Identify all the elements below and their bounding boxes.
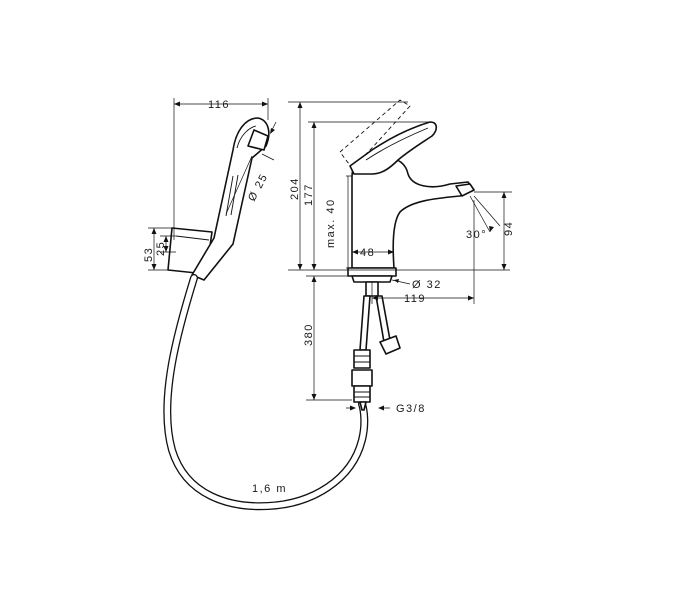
label-spray-diameter: Ø 25 — [246, 171, 271, 203]
dimension-lines — [148, 98, 512, 411]
label-spray-width: 116 — [208, 99, 230, 111]
spray-body — [191, 117, 270, 281]
label-connection-thread: G3/8 — [396, 403, 426, 415]
label-base-diameter: Ø 32 — [412, 279, 442, 291]
label-body-width: 48 — [360, 247, 375, 259]
mixer-handle — [349, 121, 438, 175]
label-holder-inner: 25 — [155, 241, 167, 256]
label-spout-height: 177 — [303, 183, 315, 206]
shower-hose — [163, 274, 369, 511]
label-supply-length: 380 — [303, 323, 315, 346]
supply-hose-right — [375, 295, 391, 343]
label-hose-length: 1,6 m — [252, 483, 287, 495]
label-max-clearance: max. 40 — [325, 198, 337, 248]
label-holder-height: 53 — [143, 247, 155, 262]
hand-shower — [167, 117, 270, 281]
mixer-base — [347, 267, 397, 277]
handle-open-position — [339, 99, 411, 169]
label-outlet-angle: 30° — [466, 229, 487, 241]
supply-hose-left — [359, 295, 371, 351]
label-outlet-height: 94 — [503, 221, 515, 236]
label-reach: 119 — [404, 293, 426, 305]
label-total-height: 204 — [289, 177, 301, 200]
basin-mixer — [339, 99, 475, 411]
spray-head — [247, 129, 269, 151]
